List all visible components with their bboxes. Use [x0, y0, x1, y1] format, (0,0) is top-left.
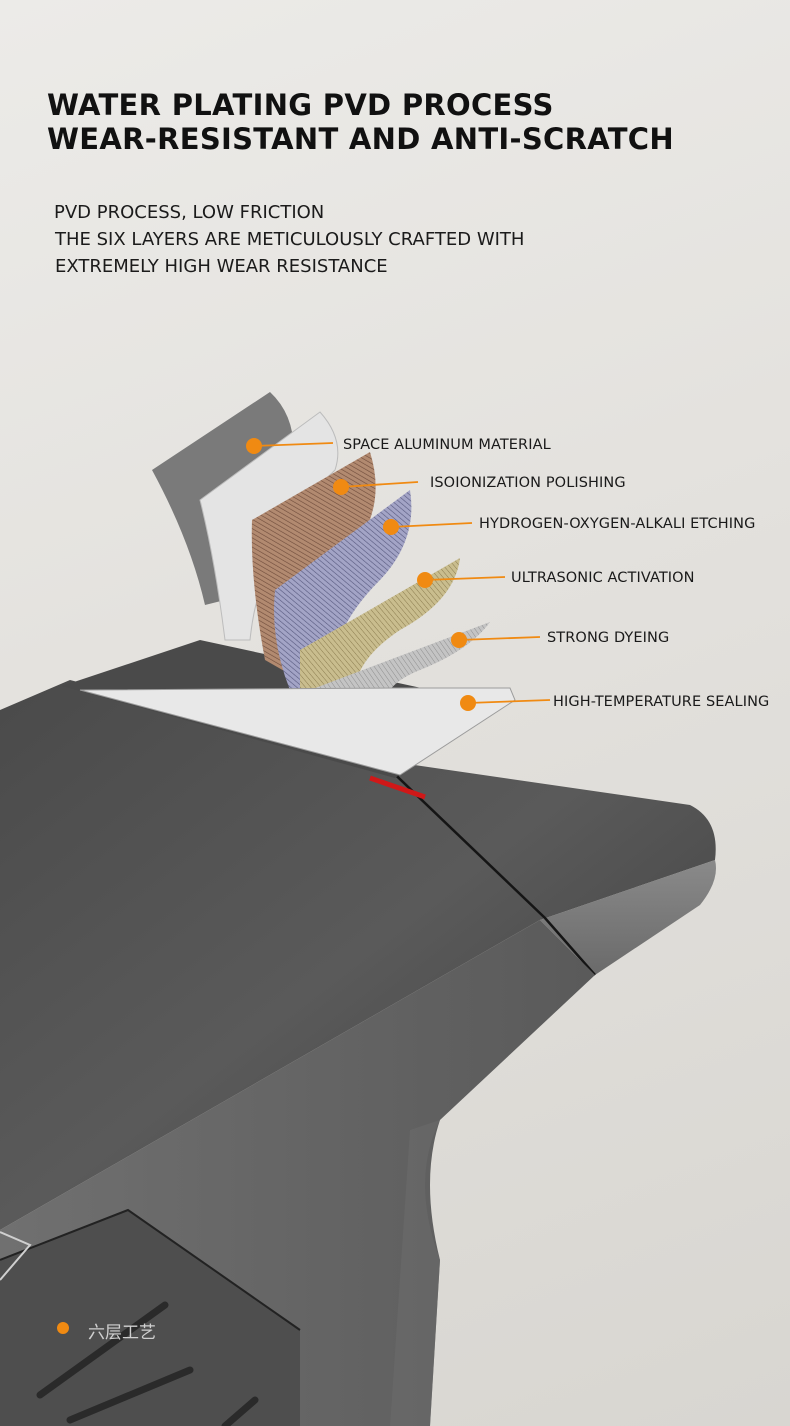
description-line-1: PVD PROCESS, LOW FRICTION	[54, 202, 325, 223]
layer-label-4: ULTRASONIC ACTIVATION	[511, 570, 695, 586]
callout-ultrasonic	[417, 572, 506, 588]
layer-label-2: ISOIONIZATION POLISHING	[430, 475, 626, 491]
layer-label-3: HYDROGEN-OXYGEN-ALKALI ETCHING	[479, 516, 756, 532]
callout-isoionization	[333, 479, 419, 495]
title-line-2: WEAR-RESISTANT AND ANTI-SCRATCH	[47, 122, 674, 156]
page-title: WATER PLATING PVD PROCESS WEAR-RESISTANT…	[47, 88, 674, 156]
callout-etching	[383, 519, 473, 535]
layer-label-6: HIGH-TEMPERATURE SEALING	[553, 694, 770, 710]
layer-label-1: SPACE ALUMINUM MATERIAL	[343, 437, 551, 453]
title-line-1: WATER PLATING PVD PROCESS	[47, 88, 554, 122]
description-line-2: THE SIX LAYERS ARE METICULOUSLY CRAFTED …	[55, 229, 525, 250]
layer-label-5: STRONG DYEING	[547, 630, 670, 646]
description-line-3: EXTREMELY HIGH WEAR RESISTANCE	[55, 256, 388, 277]
callout-space-aluminum	[246, 438, 334, 454]
description: PVD PROCESS, LOW FRICTION THE SIX LAYERS…	[54, 199, 524, 280]
caption-text: 六层工艺	[88, 1323, 156, 1343]
caption-dot	[57, 1322, 69, 1334]
callout-dyeing	[451, 632, 541, 648]
callout-sealing	[460, 695, 551, 711]
